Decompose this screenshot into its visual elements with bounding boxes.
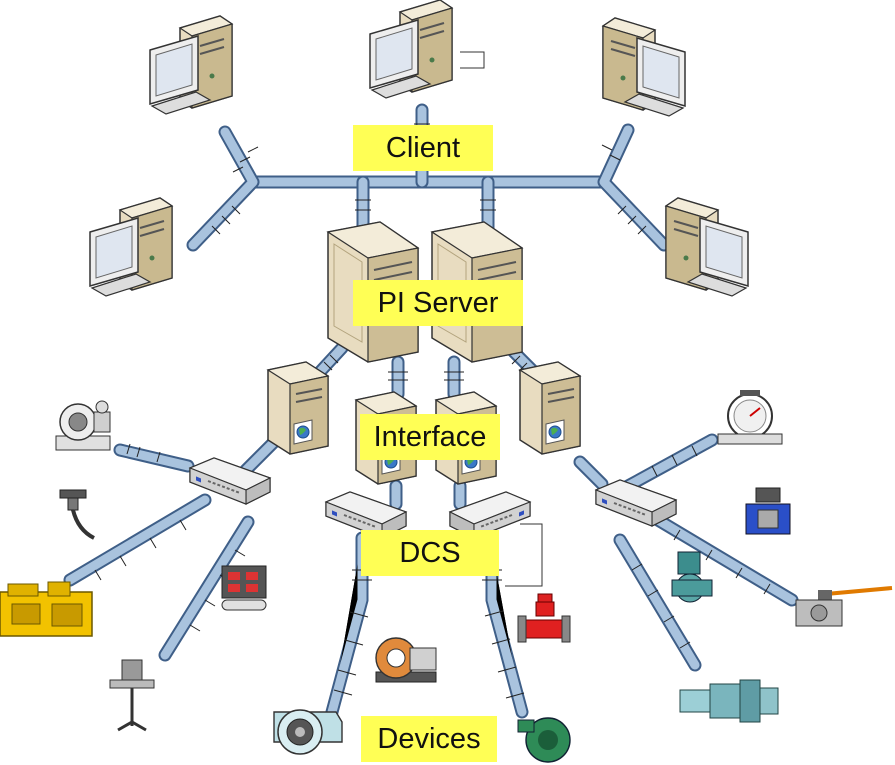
server-tower-icon	[519, 361, 581, 455]
desktop-computer-icon	[149, 15, 233, 115]
field-devices	[0, 390, 893, 763]
agitator-icon	[109, 659, 155, 732]
pump-icon	[55, 400, 111, 451]
turbine-icon	[679, 679, 779, 723]
sensor-icon	[59, 489, 95, 540]
pi-server-label: PI Server	[353, 280, 523, 326]
server-tower-icon	[267, 361, 329, 455]
desktop-computer-icon	[369, 0, 453, 99]
blower-icon	[375, 637, 437, 683]
control-panel-icon	[221, 565, 267, 611]
desktop-computer-icon	[665, 197, 749, 297]
pump-icon	[671, 551, 713, 603]
pressure-gauge-icon	[717, 390, 783, 445]
dcs-label: DCS	[361, 530, 499, 576]
valve-icon	[517, 593, 571, 643]
valve-icon	[745, 487, 791, 535]
network-switch-icon	[595, 479, 677, 527]
pump-icon	[517, 717, 571, 763]
devices-label: Devices	[361, 716, 497, 762]
desktop-computer-icon	[89, 197, 173, 297]
generator-icon	[0, 581, 93, 637]
desktop-computer-icon	[602, 17, 686, 117]
interface-label: Interface	[360, 414, 500, 460]
client-label: Client	[353, 125, 493, 171]
dcs-switches	[189, 457, 677, 539]
valve-icon	[795, 586, 893, 627]
blower-icon	[273, 709, 343, 755]
